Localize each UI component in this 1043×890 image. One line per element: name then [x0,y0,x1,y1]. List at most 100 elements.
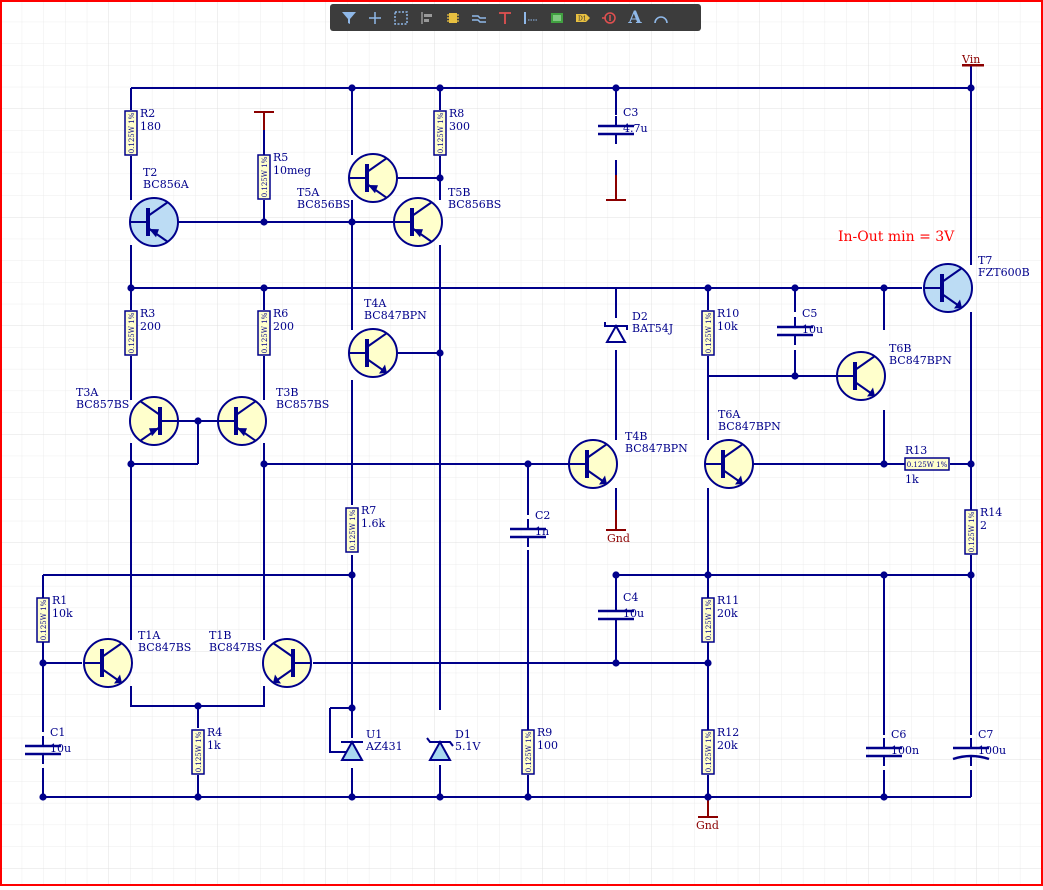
transistor-part: BC847BPN [889,354,952,367]
resistor-rating: 0.125W 1% [128,312,136,353]
transistor-part: BC847BPN [625,442,688,455]
junction-dot [791,372,799,380]
text-icon[interactable]: A [622,7,648,29]
resistor-rating: 0.125W 1% [437,112,445,153]
capacitor-ref: C2 [535,509,550,522]
crosshair-icon[interactable] [362,7,388,29]
transistor-ref: T6B [889,342,911,355]
resistor-value: 10k [717,320,738,333]
resistor-ref: R8 [449,107,464,120]
power-port-icon[interactable] [492,7,518,29]
wire-icon[interactable] [466,7,492,29]
capacitor-ref: C6 [891,728,906,741]
capacitor-value: 10u [802,323,823,336]
junction-dot [436,174,444,182]
capacitor-value: 100n [891,744,919,757]
resistor-ref: R5 [273,151,288,164]
junction-dot [704,571,712,579]
device-sheet-icon[interactable]: D1 [570,7,596,29]
resistor-rating: 0.125W 1% [349,509,357,550]
capacitor-c3[interactable]: C34.7u [598,106,648,144]
diode-d1[interactable]: D15.1V [426,728,481,761]
net-label-vin: Vin [961,53,980,66]
resistor-ref: R9 [537,726,552,739]
transistor-part: BC847BS [138,641,191,654]
resistor-ref: R11 [717,594,739,607]
resistor-ref: R3 [140,307,155,320]
resistor-value: 180 [140,120,161,133]
junction-dot [612,659,620,667]
transistor-ref: T6A [718,408,741,421]
resistor-rating: 0.125W 1% [705,731,713,772]
align-icon[interactable] [414,7,440,29]
junction-dot [791,284,799,292]
junction-dot [39,659,47,667]
no-erc-icon[interactable] [596,7,622,29]
resistor-ref: R13 [905,444,927,457]
transistor-ref: T5A [297,186,320,199]
sheet-symbol-icon[interactable] [544,7,570,29]
transistor-ref: T3B [276,386,298,399]
capacitor-ref: C1 [50,726,65,739]
transistor-ref: T4B [625,430,647,443]
arc-icon[interactable] [648,7,674,29]
component-icon[interactable] [440,7,466,29]
junction-dot [967,460,975,468]
transistor-part: FZT600B [978,266,1030,279]
resistor-value: 200 [140,320,161,333]
junction-dot [348,793,356,801]
transistor-ref: T1B [209,629,231,642]
resistor-rating: 0.125W 1% [705,312,713,353]
capacitor-c6[interactable]: C6 100n [866,728,919,766]
transistor-ref: T3A [76,386,99,399]
resistor-rating: 0.125W 1% [705,599,713,640]
transistor-part: BC856BS [297,198,350,211]
junction-dot [704,659,712,667]
resistor-r7[interactable]: 0.125W 1%R71.6k [345,504,385,553]
resistor-value: 300 [449,120,470,133]
bus-icon[interactable] [518,7,544,29]
net-label-gnd: Gnd [607,532,630,545]
transistor-ref: T2 [143,166,157,179]
wires[interactable] [42,64,984,818]
filter-icon[interactable] [336,7,362,29]
resistor-rating: 0.125W 1% [907,461,948,469]
resistor-value: 20k [717,739,738,752]
select-rect-icon[interactable] [388,7,414,29]
junction-dot [967,571,975,579]
